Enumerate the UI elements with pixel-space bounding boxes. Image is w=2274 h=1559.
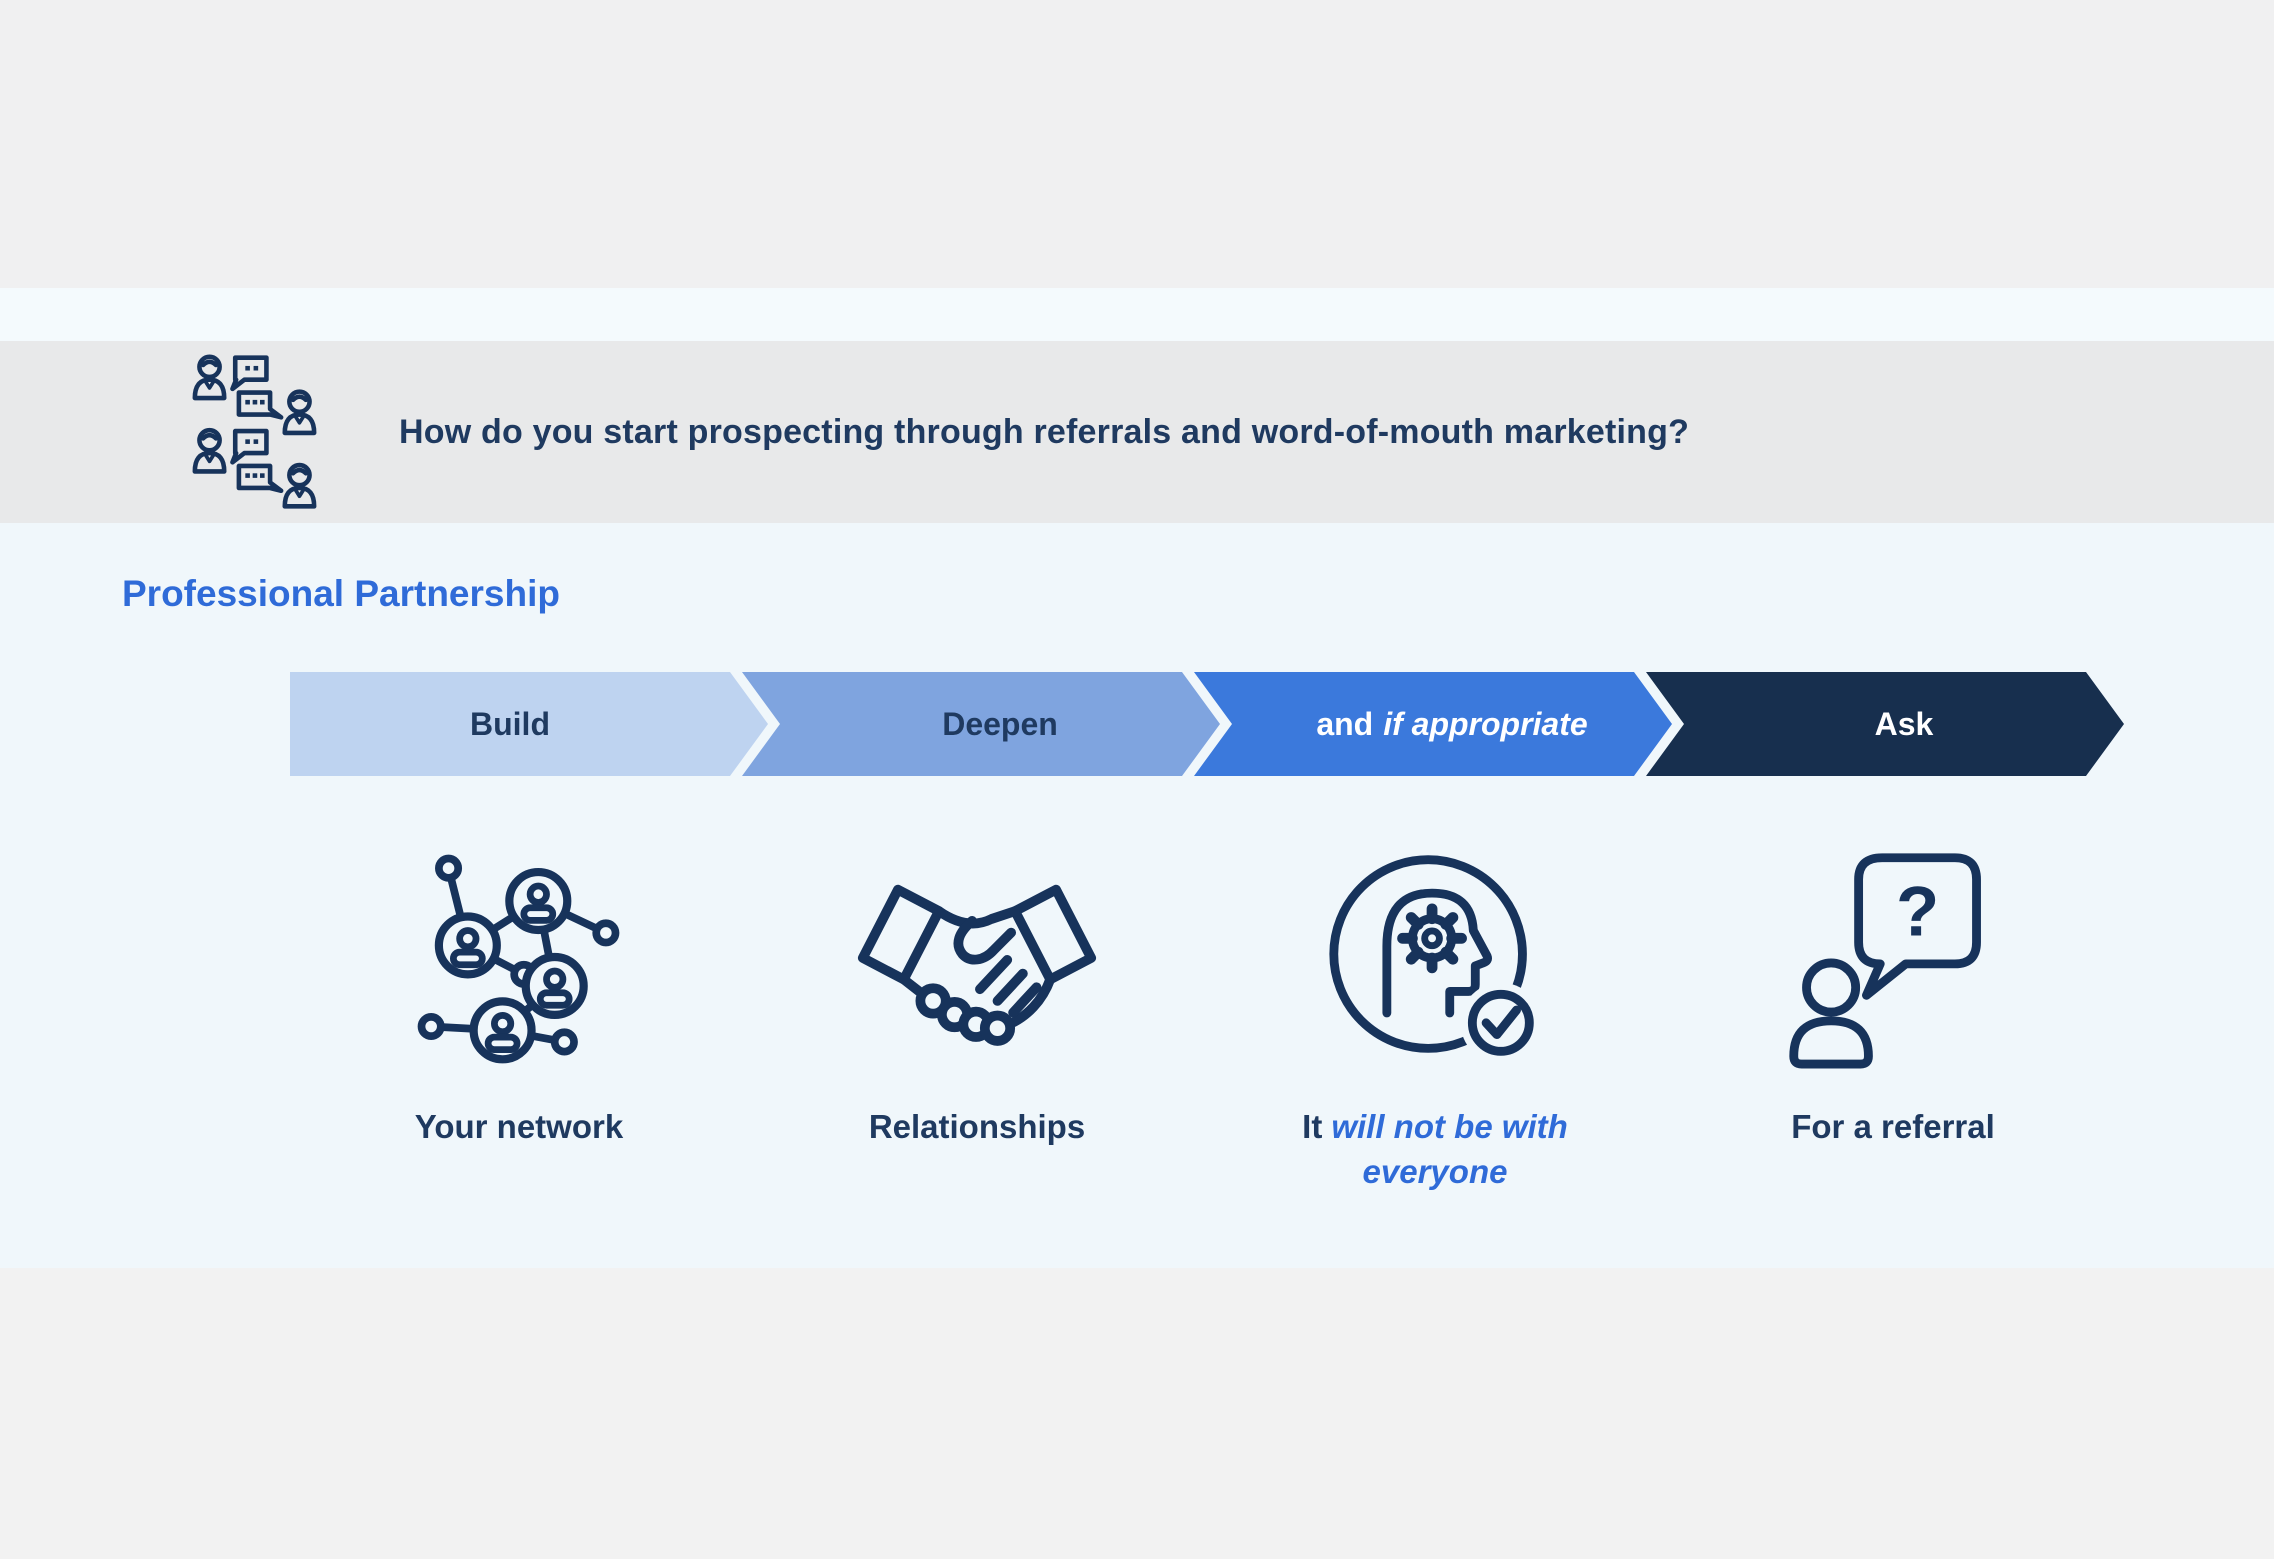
caption-your-network: Your network [414,1108,624,1145]
chevron-ask-label: Ask [1874,706,1934,742]
chevron-ask: Ask [1646,672,2124,776]
step-column-build: Your network [290,834,748,1194]
caption-italic-label: will not be with everyone [1331,1108,1568,1190]
question-title: How do you start prospecting through ref… [399,412,1690,451]
section-title: Professional Partnership [122,573,560,614]
chevron-build: Build [290,672,768,776]
question-mark-glyph: ? [1896,871,1939,950]
light-strip [0,288,2274,341]
chevron-and-label: and [1316,706,1374,742]
main-content: Professional Partnership Build Deepen an… [0,523,2274,1268]
step-column-ask: ? For a referral [1664,834,2122,1194]
bottom-margin-band [0,1268,2274,1559]
step-column-deepen: Relationships [748,834,1206,1194]
chevron-deepen: Deepen [742,672,1220,776]
caption-relationships: Relationships [868,1108,1086,1145]
handshake-icon [855,834,1099,1079]
chevron-build-label: Build [470,706,550,742]
chevron-deepen-label: Deepen [942,706,1058,742]
top-margin-band [0,0,2274,288]
network-icon [408,834,630,1079]
caption-for-a-referral: For a referral [1791,1108,1995,1145]
question-person-icon: ? [1780,834,2006,1079]
question-header: How do you start prospecting through ref… [0,341,2274,523]
caption-it-label: It [1302,1108,1323,1145]
decision-head-icon [1322,834,1548,1079]
step-columns: Your network [290,834,2122,1194]
conversation-icon [185,354,335,510]
chevron-if-appropriate-label: if appropriate [1383,706,1588,742]
